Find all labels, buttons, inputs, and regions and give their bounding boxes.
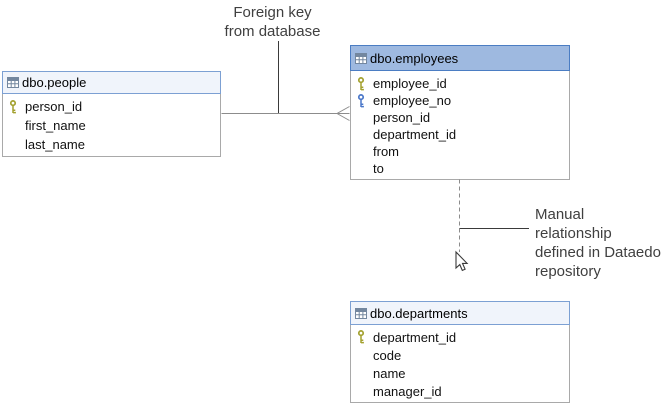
table-grid-icon — [355, 307, 367, 319]
column-name: last_name — [25, 137, 85, 152]
column-row[interactable]: person_id — [3, 97, 220, 116]
table-title: dbo.people — [22, 75, 87, 90]
column-row[interactable]: code — [351, 346, 569, 364]
column-name: department_id — [373, 329, 457, 345]
column-name: to — [373, 161, 384, 176]
primary-key-icon — [357, 76, 369, 91]
relationship-foreign-key-line[interactable] — [221, 106, 350, 121]
column-name: person_id — [25, 99, 83, 114]
column-row[interactable]: from — [351, 143, 569, 160]
column-name: manager_id — [373, 383, 442, 399]
column-name: employee_id — [373, 76, 447, 91]
annotation-manual-relationship: Manual relationship defined in Dataedo r… — [535, 205, 665, 281]
column-name: department_id — [373, 127, 457, 142]
primary-key-icon — [357, 330, 369, 344]
column-row[interactable]: employee_id — [351, 75, 569, 92]
table-dbo-people[interactable]: dbo.people person_id first_name last_nam… — [2, 71, 221, 157]
column-name: from — [373, 144, 399, 159]
annotation-foreign-key: Foreign key from database — [200, 3, 345, 41]
column-row[interactable]: department_id — [351, 328, 569, 346]
crow-foot-many-icon — [335, 106, 350, 121]
table-title: dbo.employees — [370, 50, 459, 66]
table-grid-icon — [355, 52, 367, 64]
column-row[interactable]: manager_id — [351, 382, 569, 400]
column-row[interactable]: employee_no — [351, 92, 569, 109]
annotation-line: from database — [224, 23, 321, 40]
column-row[interactable]: department_id — [351, 126, 569, 143]
column-row[interactable]: person_id — [351, 109, 569, 126]
column-name: employee_no — [373, 93, 452, 108]
table-columns: department_id code name manager_id — [350, 325, 570, 403]
unique-key-icon — [357, 93, 369, 108]
column-name: name — [373, 365, 406, 381]
column-row[interactable]: last_name — [3, 135, 220, 154]
column-name: code — [373, 347, 402, 363]
table-columns: person_id first_name last_name — [2, 94, 221, 157]
annotation-line: defined in Dataedo — [535, 244, 661, 261]
column-row[interactable]: first_name — [3, 116, 220, 135]
column-name: person_id — [373, 110, 431, 125]
table-columns: employee_id employee_no person_id depart… — [350, 71, 570, 180]
table-dbo-employees[interactable]: dbo.employees employee_id employee_no pe… — [350, 45, 570, 180]
column-row[interactable]: name — [351, 364, 569, 382]
column-row[interactable]: to — [351, 160, 569, 177]
table-header-employees[interactable]: dbo.employees — [350, 45, 570, 71]
table-header-people[interactable]: dbo.people — [2, 71, 221, 94]
annotation-line: Foreign key — [233, 4, 312, 21]
table-grid-icon — [7, 77, 19, 88]
table-header-departments[interactable]: dbo.departments — [350, 301, 570, 325]
table-title: dbo.departments — [370, 305, 468, 321]
arrow-pointer-icon — [455, 250, 469, 272]
primary-key-icon — [9, 99, 21, 114]
annotation-line: repository — [535, 263, 601, 280]
table-dbo-departments[interactable]: dbo.departments department_id code name … — [350, 301, 570, 403]
column-name: first_name — [25, 118, 86, 133]
annotation-line: Manual relationship — [535, 206, 612, 242]
